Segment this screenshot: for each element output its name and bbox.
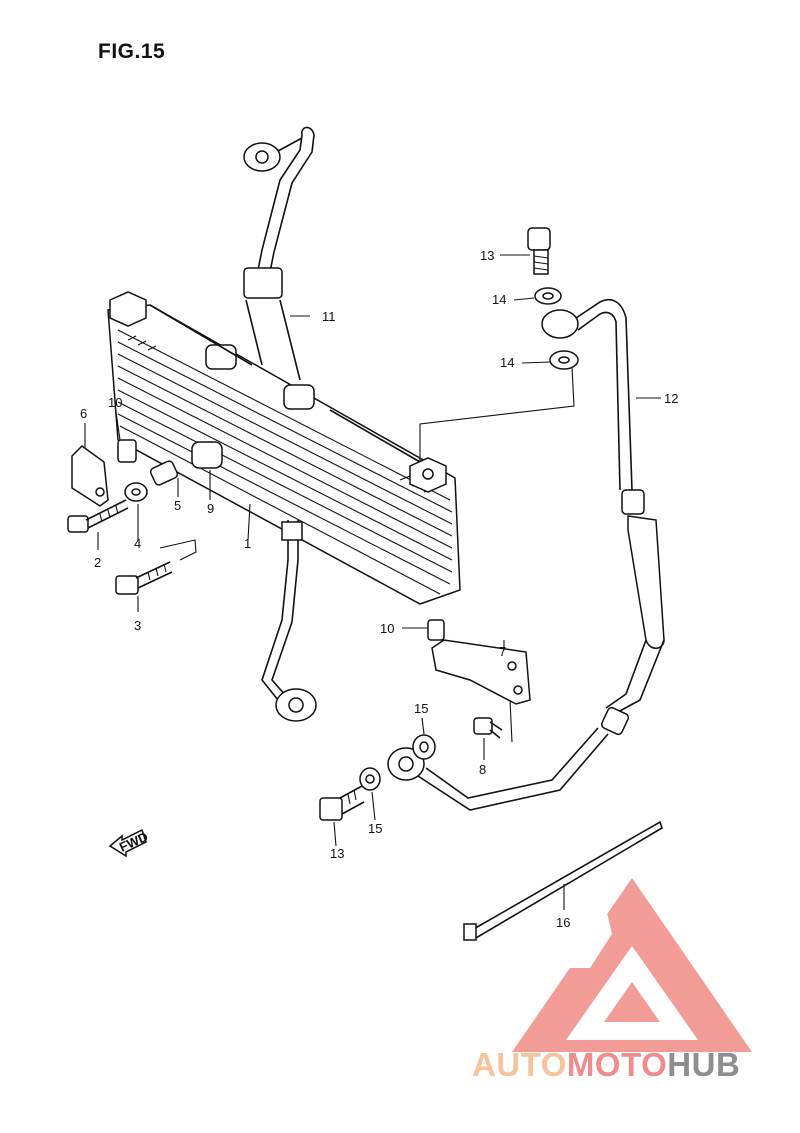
washer-part-14-bottom [549, 350, 579, 370]
callout-1: 1 [244, 536, 251, 551]
callout-12: 12 [664, 391, 678, 406]
callout-6: 6 [80, 406, 87, 421]
callout-3: 3 [134, 618, 141, 633]
washer-part-14-top [534, 287, 562, 305]
callout-13-top: 13 [480, 248, 494, 263]
washer-part-4 [124, 482, 148, 502]
callout-labels: 1 2 3 4 5 6 7 8 9 10 10 11 12 13 13 14 1… [80, 248, 678, 930]
watermark-word-hub: HUB [667, 1046, 741, 1083]
clip-part-10-right [427, 619, 445, 641]
collar-part-5 [149, 460, 179, 486]
callout-10-left: 10 [108, 395, 122, 410]
callout-16: 16 [556, 915, 570, 930]
oil-hose-part-12 [387, 298, 665, 811]
callout-15-top: 15 [414, 701, 428, 716]
callout-9: 9 [207, 501, 214, 516]
callout-2: 2 [94, 555, 101, 570]
callout-4: 4 [134, 536, 141, 551]
bolt-part-8 [473, 717, 503, 739]
bracket-part-7 [431, 639, 531, 705]
watermark-text: AUTOMOTOHUB [472, 1046, 740, 1084]
oil-pipe-upper [243, 126, 315, 381]
callout-14-bottom: 14 [500, 355, 514, 370]
callout-14-top: 14 [492, 292, 506, 307]
bolt-part-2 [67, 499, 129, 533]
oil-pipe-lower [261, 520, 317, 722]
callout-10-right: 10 [380, 621, 394, 636]
strap-part-16 [463, 820, 663, 941]
washer-part-15-upper [412, 734, 436, 760]
union-bolt-part-13-lower [319, 785, 365, 821]
washer-part-15-lower [359, 767, 381, 791]
union-bolt-part-13-top [527, 227, 551, 275]
figure-title: FIG.15 [98, 40, 166, 63]
bracket-part-6 [71, 445, 109, 507]
callout-13-bottom: 13 [330, 846, 344, 861]
watermark-logo [512, 878, 752, 1052]
callout-11: 11 [322, 309, 336, 324]
callout-5: 5 [174, 498, 181, 513]
fwd-arrow-icon: FWD [108, 828, 150, 858]
oil-cooler-core [107, 291, 461, 605]
clip-part-10-left [117, 439, 137, 463]
watermark-word-moto: MOTO [566, 1046, 668, 1083]
callout-8: 8 [479, 762, 486, 777]
callout-15-bottom: 15 [368, 821, 382, 836]
watermark-word-auto: AUTO [472, 1046, 567, 1083]
fwd-tag: FWD [117, 829, 150, 855]
bolt-part-3 [115, 561, 173, 595]
callout-7: 7 [499, 644, 506, 659]
leader-lines [84, 254, 661, 910]
